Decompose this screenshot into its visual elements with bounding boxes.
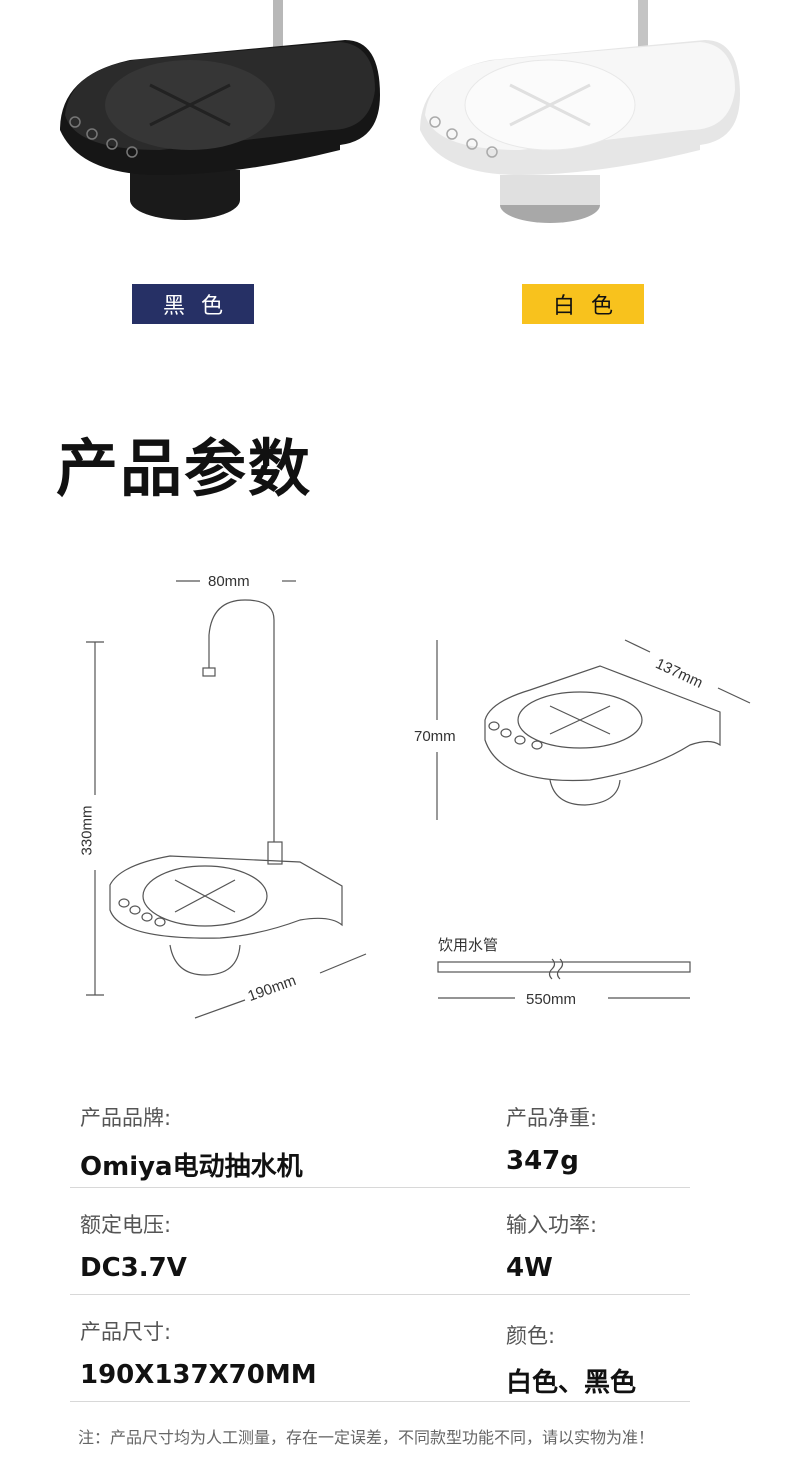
spec-key-color: 颜色:: [506, 1324, 556, 1348]
spec-value-color: 白色、黑色: [506, 1368, 637, 1398]
spec-key-power: 输入功率:: [506, 1213, 598, 1237]
spec-row-brand-weight: 产品品牌: Omiya电动抽水机 产品净重: 347g: [70, 1080, 690, 1188]
tube-label: 饮用水管: [438, 937, 499, 954]
color-badge-black: 黑色: [132, 284, 254, 324]
spec-key-brand: 产品品牌:: [80, 1106, 172, 1130]
spec-row-voltage-power: 额定电压: DC3.7V 输入功率: 4W: [70, 1187, 690, 1295]
footnote: 注：产品尺寸均为人工测量，存在一定误差，不同款型功能不同，请以实物为准！: [78, 1428, 655, 1447]
spec-value-weight: 347g: [506, 1146, 579, 1176]
section-title: 产品参数: [56, 432, 313, 505]
black-dispenser-image: [60, 0, 380, 220]
spec-value-size: 190X137X70MM: [80, 1360, 317, 1390]
color-badge-white: 白色: [522, 284, 644, 324]
spec-value-power: 4W: [506, 1253, 553, 1283]
spec-key-size: 产品尺寸:: [80, 1320, 172, 1344]
dimension-width-top: 80mm: [208, 573, 250, 590]
spec-row-size-color: 产品尺寸: 190X137X70MM 颜色: 白色、黑色: [70, 1294, 690, 1402]
spec-key-weight: 产品净重:: [506, 1106, 598, 1130]
dimension-tube-length: 550mm: [526, 991, 577, 1008]
dimension-height: 330mm: [78, 805, 96, 856]
spec-value-voltage: DC3.7V: [80, 1253, 187, 1283]
spec-key-voltage: 额定电压:: [80, 1213, 172, 1237]
dimension-base-height: 70mm: [414, 728, 456, 745]
white-dispenser-image: [420, 0, 740, 223]
dimension-diagram: [86, 580, 751, 1019]
spec-value-brand: Omiya电动抽水机: [80, 1152, 303, 1182]
